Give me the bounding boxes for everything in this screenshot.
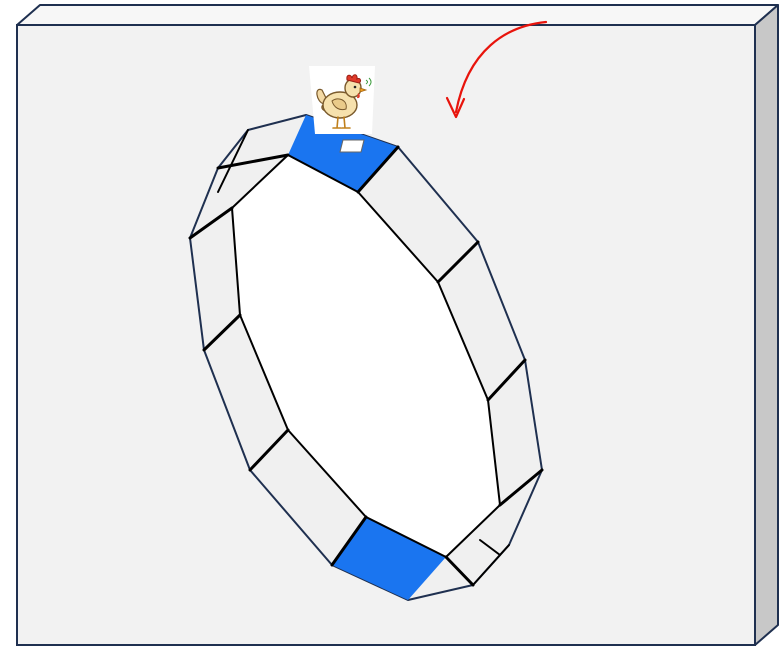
divider: [444, 555, 475, 587]
divider: [202, 313, 242, 352]
chicken-icon: [316, 74, 372, 129]
divider: [188, 206, 234, 240]
corner-stroke: [217, 129, 249, 193]
rotation-arrow: [445, 20, 548, 119]
divider: [248, 428, 290, 472]
board-top-edge: [16, 4, 779, 26]
segment-bottom-highlighted: [332, 517, 446, 600]
marker-tab: [339, 139, 365, 153]
arrow-head: [445, 96, 466, 119]
corner-strokes: [217, 129, 510, 586]
ring: [188, 114, 544, 601]
chicken-marker: [309, 66, 375, 153]
divider: [356, 145, 400, 194]
board-side: [754, 4, 779, 646]
arrow-shaft: [454, 20, 548, 114]
divider: [436, 240, 480, 284]
divider: [486, 358, 527, 402]
divider: [330, 515, 368, 567]
divider: [498, 468, 544, 507]
corner-stroke: [472, 544, 510, 586]
segment-top-highlighted: [288, 115, 398, 192]
corner-stroke: [479, 539, 501, 556]
segment-dividers: [188, 145, 544, 587]
